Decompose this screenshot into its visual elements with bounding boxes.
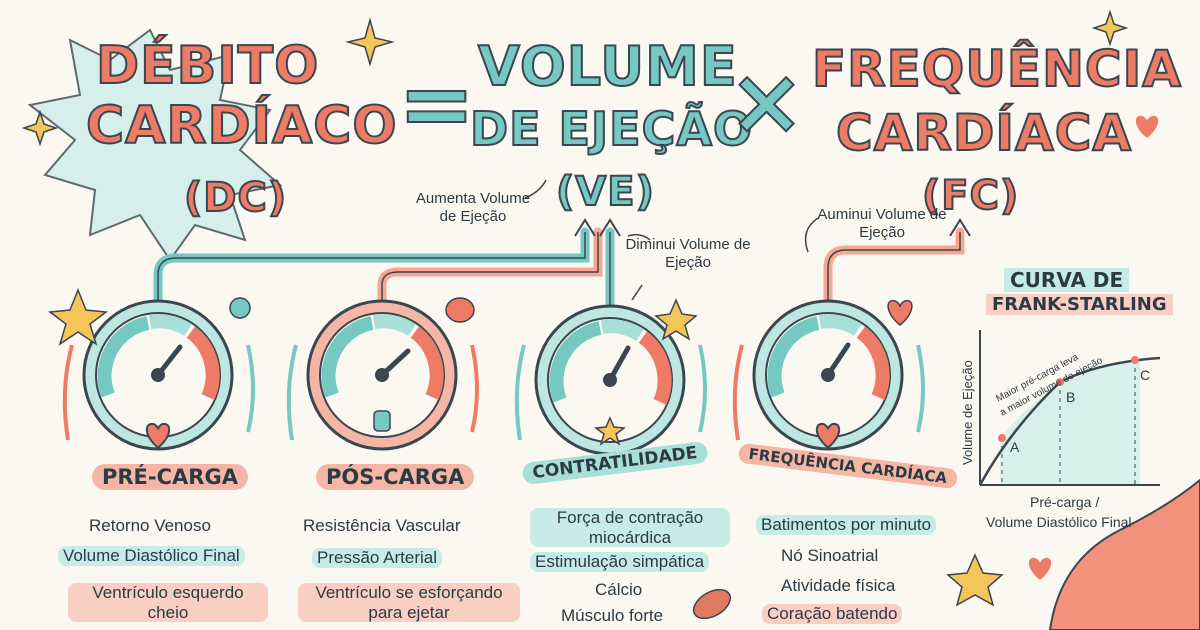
organ-icon — [445, 297, 475, 323]
note-increase-fc: Auminui Volume de Ejeção — [817, 206, 947, 241]
starburst-decoration — [27, 28, 283, 262]
chart-point-b — [1056, 378, 1064, 386]
arrowhead-icon — [949, 218, 971, 237]
chart-xlabel-line2: Volume Diastólico Final — [986, 514, 1132, 530]
title-dc-line2: CARDÍACO — [85, 96, 398, 156]
title-ve-abbr: (VE) — [555, 169, 655, 215]
jar-icon — [373, 410, 391, 432]
list-item: Ventrículo se esforçando para ejetar — [298, 583, 520, 623]
list-item: Resistência Vascular — [303, 516, 461, 535]
title-fc-line2: CARDÍACA — [835, 104, 1133, 162]
sparkle-icon — [345, 17, 395, 67]
drop-icon — [229, 297, 251, 319]
list-item: Ventrículo esquerdo cheio — [68, 583, 268, 623]
connector-precarga-ve — [153, 227, 590, 305]
title-fc-abbr: (FC) — [921, 173, 1020, 219]
gauge-poscarga — [306, 299, 458, 451]
chart-point-a — [998, 434, 1006, 442]
heart-icon — [887, 299, 913, 326]
chart-point-c — [1131, 356, 1139, 364]
note-increase-ve: Aumenta Volume de Ejeção — [415, 190, 531, 225]
list-item: Coração batendo — [762, 604, 903, 624]
list-item: Batimentos por minuto — [756, 515, 937, 535]
star-icon — [654, 298, 698, 341]
sparkle-icon — [21, 109, 59, 147]
list-item: Força de contração miocárdica — [530, 508, 730, 548]
star-icon — [946, 553, 1004, 607]
heart-organ-decoration — [1048, 478, 1200, 630]
arrowhead-icon — [599, 218, 621, 237]
chart-label-a: A — [1010, 439, 1020, 455]
title-dc-line1: DÉBITO — [95, 36, 320, 96]
gauge-contratilidade — [534, 304, 686, 456]
gauge-precarga — [82, 299, 234, 451]
title-ve-line2: DE EJEÇÃO — [469, 102, 754, 156]
title-ve-line1: VOLUME — [477, 35, 738, 98]
times-sign: × — [727, 48, 807, 155]
chart-label-b: B — [1066, 389, 1075, 405]
heart-icon — [815, 422, 841, 449]
connector-poscarga-ve — [377, 227, 603, 305]
arrowhead-icon — [574, 218, 596, 237]
label-precarga: PRÉ-CARGA — [92, 464, 248, 490]
list-item: Nó Sinoatrial — [781, 546, 879, 565]
list-item: Músculo forte — [561, 606, 664, 625]
title-fc-line1: FREQUÊNCIA — [811, 40, 1182, 98]
chart-xlabel-line1: Pré-carga / — [1030, 494, 1100, 510]
label-poscarga: PÓS-CARGA — [316, 464, 475, 490]
list-item: Atividade física — [781, 576, 896, 595]
chart-ylabel: Volume de Ejeção — [960, 360, 975, 465]
list-item: Volume Diastólico Final — [58, 546, 245, 566]
heart-icon — [1028, 557, 1052, 580]
connector-frequencia-fc — [823, 227, 965, 310]
chart-label-c: C — [1140, 367, 1150, 383]
title-dc-abbr: (DC) — [183, 175, 288, 221]
heart-icon — [1135, 115, 1159, 138]
gauge-frequencia — [752, 299, 904, 451]
heart-icon — [145, 422, 171, 449]
star-icon — [594, 416, 626, 446]
sparkle-icon — [1091, 9, 1129, 47]
chart-title-line2: FRANK-STARLING — [986, 294, 1173, 315]
star-icon — [48, 287, 108, 346]
note-decrease-ve: Diminui Volume de Ejeção — [625, 236, 751, 271]
list-item: Estimulação simpática — [530, 552, 710, 572]
muscle-icon — [692, 588, 732, 620]
chart-title-line1: CURVA DE — [1004, 268, 1130, 292]
list-item: Cálcio — [595, 580, 643, 599]
list-item: Pressão Arterial — [312, 548, 442, 568]
list-item: Retorno Venoso — [89, 516, 211, 535]
frank-starling-chart: A B C Volume de Ejeção Maior pré-carga l… — [960, 330, 1161, 486]
equals-sign: = — [397, 50, 477, 157]
